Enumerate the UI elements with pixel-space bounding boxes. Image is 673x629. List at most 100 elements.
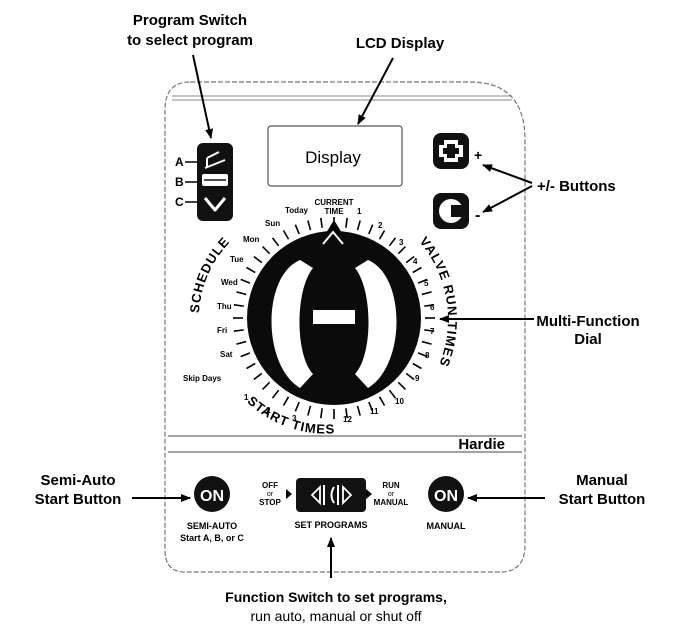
dial-tick <box>345 217 348 228</box>
schedule-fri: Fri <box>217 326 227 335</box>
function-switch-callout: Function Switch to set programs, <box>225 589 447 605</box>
valve-number-6: 6 <box>430 303 435 312</box>
schedule-thu: Thu <box>217 302 232 311</box>
dial-tick <box>417 278 428 284</box>
function-switch-callout-sub: run auto, manual or shut off <box>251 608 422 624</box>
function-switch[interactable] <box>296 478 366 512</box>
current-time-label-sub: TIME <box>324 207 344 216</box>
valve-number-3: 3 <box>399 238 404 247</box>
plus-minus-arrow-up <box>482 164 533 184</box>
valve-number-5: 5 <box>424 279 429 288</box>
off-stop-or: or <box>267 491 274 498</box>
program-letter-c: C <box>175 195 184 209</box>
multi-function-callout-sub: Dial <box>574 331 602 348</box>
dial-tick <box>356 405 361 416</box>
current-time-label: CURRENT <box>314 198 353 207</box>
program-switch-callout-sub: to select program <box>127 32 253 49</box>
dial-tick <box>253 255 263 264</box>
multi-function-dial[interactable] <box>247 230 421 405</box>
dial-tick <box>378 230 386 240</box>
dial-tick <box>307 220 312 231</box>
run-manual-pointer <box>366 489 372 499</box>
schedule-tue: Tue <box>230 255 244 264</box>
schedule-sun: Sun <box>265 219 280 228</box>
dial-tick <box>271 389 280 399</box>
minus-sign: - <box>475 207 480 224</box>
valve-number-12: 12 <box>343 415 352 424</box>
dial-tick <box>262 246 271 255</box>
dial-tick <box>424 304 435 307</box>
dial-tick <box>282 230 290 240</box>
plus-button[interactable] <box>433 133 469 169</box>
semi-auto-callout-sub: Start Button <box>35 491 122 508</box>
dial-tick <box>397 246 406 255</box>
off-stop-pointer <box>286 489 292 499</box>
lcd-display-text: Display <box>305 148 361 167</box>
dial-tick <box>368 224 374 235</box>
valve-number-10: 10 <box>395 397 404 406</box>
program-letter-b: B <box>175 175 184 189</box>
run-manual-or: or <box>388 491 395 498</box>
dial-tick <box>405 372 415 381</box>
semi-auto-start-button[interactable]: ON <box>194 476 230 512</box>
minus-button[interactable] <box>433 193 469 229</box>
dial-tick <box>240 352 251 358</box>
start-number-3: 3 <box>292 414 297 423</box>
lcd-display-callout: LCD Display <box>356 35 445 52</box>
svg-text:ON: ON <box>200 488 224 505</box>
dial-tick <box>253 372 263 381</box>
valve-number-7: 7 <box>430 327 435 336</box>
schedule-mon: Mon <box>243 235 260 244</box>
semi-auto-label: SEMI-AUTO <box>187 521 237 531</box>
program-letter-a: A <box>175 155 184 169</box>
dial-tick <box>320 217 323 228</box>
dial-grip <box>355 260 397 388</box>
manual-callout: Manual <box>576 472 628 489</box>
dial-tick <box>388 237 397 247</box>
schedule-today: Today <box>285 206 309 215</box>
valve-number-11: 11 <box>370 407 379 416</box>
dial-tick <box>294 401 300 412</box>
run-manual-label: RUN <box>382 481 400 490</box>
schedule-sat: Sat <box>220 350 233 359</box>
manual-callout-sub: Start Button <box>559 491 646 508</box>
svg-text:ON: ON <box>434 488 458 505</box>
dial-tick <box>356 220 361 231</box>
dial-tick <box>233 329 244 332</box>
lcd-display-arrow <box>357 57 394 125</box>
dial-tick <box>294 224 300 235</box>
start-number-1: 1 <box>244 393 249 402</box>
valve-number-2: 2 <box>378 221 383 230</box>
dial-tick <box>233 304 244 307</box>
dial-tick <box>424 329 435 332</box>
plus-minus-arrow-down <box>482 185 533 213</box>
valve-number-9: 9 <box>415 374 420 383</box>
valve-number-1: 1 <box>357 207 362 216</box>
dial-tick <box>421 291 432 296</box>
dial-tick <box>421 340 432 345</box>
dial-tick <box>240 278 251 284</box>
plus-sign: + <box>474 147 482 163</box>
dial-tick <box>320 408 323 419</box>
dial-tick <box>271 237 280 247</box>
schedule-wed: Wed <box>221 278 238 287</box>
run-manual-label-sub: MANUAL <box>374 498 409 507</box>
semi-auto-sublabel: Start A, B, or C <box>180 533 244 543</box>
program-switch[interactable] <box>197 143 233 221</box>
dial-tick <box>236 291 247 296</box>
dial-tick <box>246 362 256 370</box>
dial-tick <box>262 381 271 390</box>
dial-tick <box>417 352 428 358</box>
manual-start-button[interactable]: ON <box>428 476 464 512</box>
dial-tick <box>307 405 312 416</box>
valve-number-8: 8 <box>425 351 430 360</box>
valve-number-4: 4 <box>413 257 418 266</box>
dial-tick <box>405 255 415 264</box>
dial-tick <box>412 362 422 370</box>
plus-minus-callout: +/- Buttons <box>537 178 616 195</box>
dial-tick <box>388 389 397 399</box>
manual-label: MANUAL <box>427 521 466 531</box>
dial-grip <box>271 260 313 388</box>
dial-tick <box>368 401 374 412</box>
set-programs-label: SET PROGRAMS <box>294 520 367 530</box>
